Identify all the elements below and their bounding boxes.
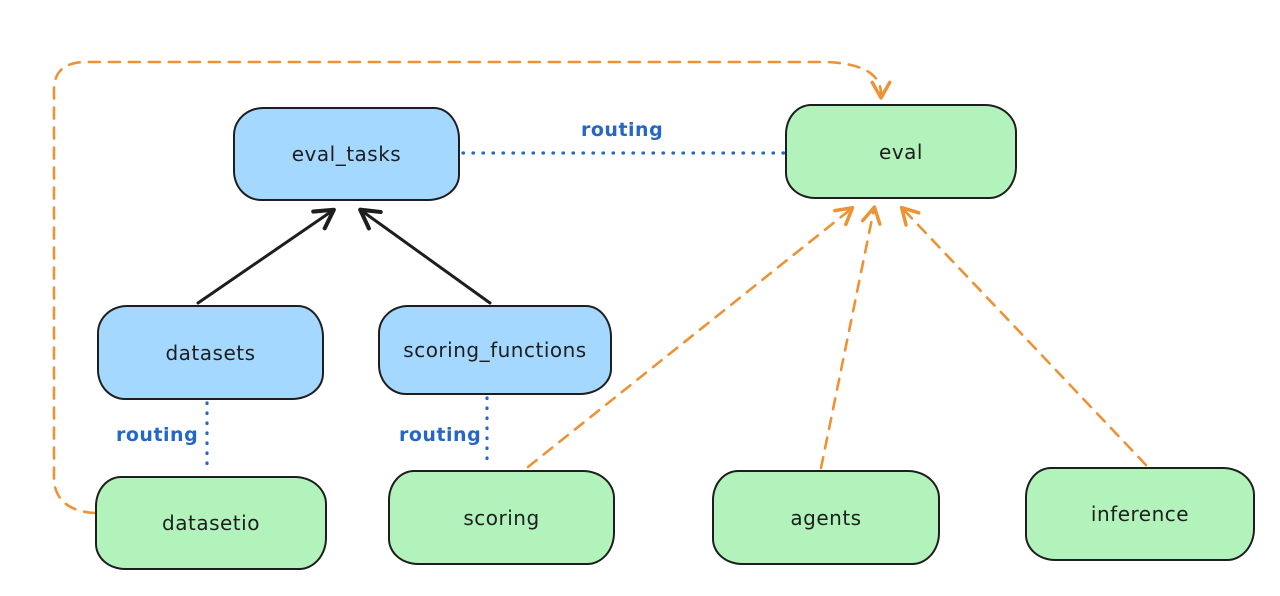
node-agents: agents xyxy=(712,470,940,565)
node-scoring-label: scoring xyxy=(463,505,540,530)
edge-datasetio-to-eval-loop-dashed-arrow xyxy=(52,60,892,515)
node-datasetio-label: datasetio xyxy=(162,511,260,535)
node-datasetio: datasetio xyxy=(95,476,327,570)
edge-datasets-to-eval-tasks-arrow xyxy=(196,207,336,305)
node-inference: inference xyxy=(1025,467,1255,561)
node-eval-tasks-label: eval_tasks xyxy=(291,142,402,166)
node-scoring-functions-label: scoring_functions xyxy=(403,338,587,362)
node-eval: eval xyxy=(785,104,1017,199)
node-datasets-label: datasets xyxy=(165,340,256,365)
edge-label-routing-scoring-functions-scoring: routing xyxy=(399,424,482,446)
edge-inference-to-eval-dashed-arrow xyxy=(899,205,1148,467)
node-scoring-functions: scoring_functions xyxy=(378,305,612,395)
node-eval-label: eval xyxy=(879,139,923,164)
edge-label-routing-datasets-datasetio: routing xyxy=(116,424,199,446)
node-datasets: datasets xyxy=(97,305,324,400)
node-inference-label: inference xyxy=(1090,502,1190,526)
node-agents-label: agents xyxy=(790,505,862,530)
edge-label-routing-eval-tasks-eval: routing xyxy=(581,119,664,141)
edge-agents-to-eval-dashed-arrow xyxy=(819,205,882,470)
node-scoring: scoring xyxy=(388,470,615,565)
node-eval-tasks: eval_tasks xyxy=(233,107,460,201)
edge-scoring-to-eval-dashed-arrow xyxy=(526,206,855,469)
edge-scoring-functions-to-eval-tasks-arrow xyxy=(358,207,492,305)
